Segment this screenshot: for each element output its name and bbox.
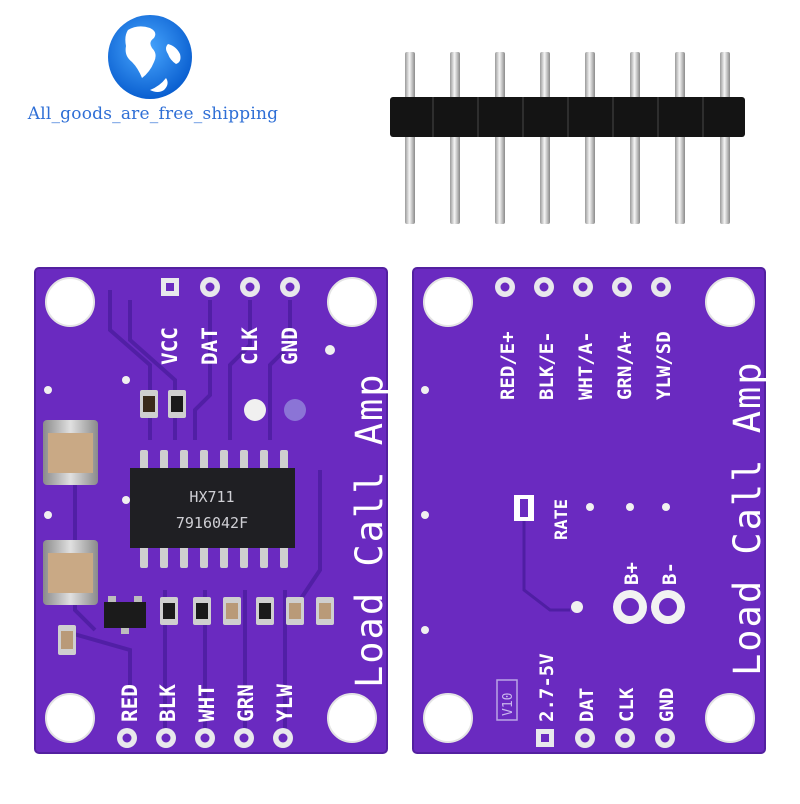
pin-label: VCC xyxy=(158,327,182,365)
pin-label: DAT xyxy=(198,327,222,365)
pin-label: 2.7-5V xyxy=(536,653,558,722)
pin-label: RED/E+ xyxy=(497,331,519,400)
pin-label: WHT/A- xyxy=(575,331,597,400)
globe-icon xyxy=(108,15,192,99)
back-board: RATE B+ B- V10 RED/E+ BLK/E- WHT/A- GRN/A+ Y… xyxy=(412,267,769,754)
smd-capacitor xyxy=(316,597,334,625)
header-pin xyxy=(630,52,640,224)
rate-label: RATE xyxy=(552,499,572,540)
pin-label: DAT xyxy=(576,688,598,722)
smd-resistor xyxy=(193,597,211,625)
pin-label: CLK xyxy=(238,327,262,365)
version-label: V10 xyxy=(501,693,516,716)
pin-label: YLW/SD xyxy=(653,331,675,400)
pin-label: GRN/A+ xyxy=(614,331,636,400)
chip-marking-line2: 7916042F xyxy=(176,514,248,532)
capacitor-top xyxy=(43,420,98,485)
store-caption: All_goods_are_free_shipping xyxy=(27,104,279,124)
header-pin xyxy=(585,52,595,224)
pin-label: YLW xyxy=(273,684,297,722)
pin-label: GRN xyxy=(234,684,258,722)
b-plus-label: B+ xyxy=(621,562,643,585)
smd-resistor xyxy=(140,390,158,418)
header-pin xyxy=(675,52,685,224)
pin-label: WHT xyxy=(195,684,219,722)
hx711-chip: HX711 7916042F xyxy=(130,450,295,568)
smd-capacitor xyxy=(58,625,76,655)
capacitor-bottom xyxy=(43,540,98,605)
smd-capacitor xyxy=(286,597,304,625)
pin-label: RED xyxy=(118,684,142,722)
header-pin xyxy=(495,52,505,224)
pin-header xyxy=(390,52,745,224)
back-board-title: Load Call Amp xyxy=(726,360,769,676)
chip-marking-line1: HX711 xyxy=(189,488,234,506)
header-pin xyxy=(405,52,415,224)
transistor xyxy=(104,596,146,634)
rate-jumper xyxy=(514,495,583,613)
smd-resistor xyxy=(160,597,178,625)
front-board: HX711 7916042F VCC DAT CLK GND RED BLK WHT GRN… xyxy=(34,267,391,754)
front-board-title: Load Call Amp xyxy=(348,372,391,688)
pin-label: CLK xyxy=(616,687,638,722)
smd-resistor xyxy=(256,597,274,625)
header-pin xyxy=(720,52,730,224)
b-plus-b-minus-pads xyxy=(613,590,685,624)
pin-label: BLK/E- xyxy=(536,331,558,400)
b-minus-label: B- xyxy=(659,562,681,585)
header-pin xyxy=(540,52,550,224)
pin-label: GND xyxy=(656,688,678,722)
pin-label: GND xyxy=(278,327,302,365)
smd-capacitor xyxy=(223,597,241,625)
smd-resistor xyxy=(168,390,186,418)
pin-label: BLK xyxy=(156,684,180,722)
header-pin xyxy=(450,52,460,224)
